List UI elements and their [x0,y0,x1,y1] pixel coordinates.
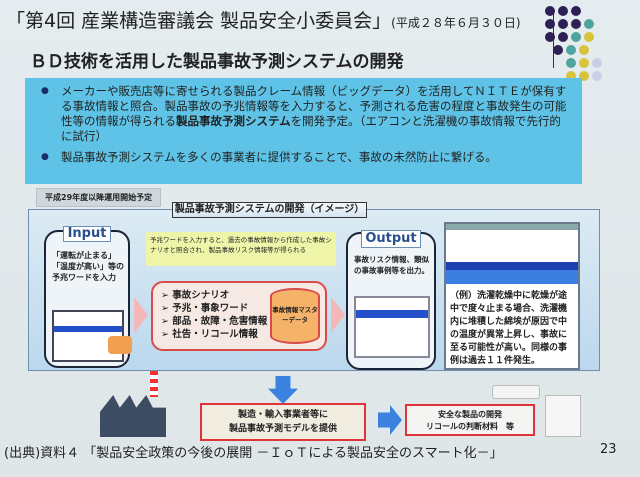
screen-nav [446,262,578,270]
bullet-text: メーカーや販売店等に寄せられる製品クレーム情報（ビッグデータ）を活用してＮＩＴＥ… [61,84,567,128]
screen-bar [356,310,428,318]
decor-dot [545,32,555,42]
item: ➢ 部品・故障・危害情報 [161,316,268,327]
example-text: （例）洗濯乾燥中に乾燥が途中で度々止まる場合、洗濯機内に堆積した綿埃が原因で中の… [450,291,568,366]
washing-machine-icon [545,395,581,437]
input-panel: 「運転が止まる」「温度が高い」等の予兆ワードを入力 [44,230,132,368]
decor-dot [579,45,589,55]
bullet-1: メーカーや販売店等に寄せられる製品クレーム情報（ビッグデータ）を活用してＮＩＴＥ… [39,84,572,144]
summary-box: メーカーや販売店等に寄せられる製品クレーム情報（ビッグデータ）を活用してＮＩＴＥ… [25,78,582,184]
item: ➢ 事故シナリオ [161,290,230,301]
decor-dot [566,71,576,81]
decor-dot [592,58,602,68]
meeting-title: 「第4回 産業構造審議会 製品安全小委員会」 [6,10,392,32]
result-box: 安全な製品の開発 リコールの判断材料 等 [405,404,535,436]
hand-icon [108,336,132,354]
factory-icon [100,371,166,437]
bullet-bold: 製品事故予測システム [176,114,291,128]
provide-model-box: 製造・輸入事業者等に 製品事故予測モデルを提供 [200,403,366,441]
source-footer: (出典)資料４ 「製品安全政策の今後の展開 －ＩｏＴによる製品安全のスマート化－… [4,446,503,461]
decorative-dots [545,6,635,86]
decor-dot [592,71,602,81]
input-text: 「運転が止まる」「温度が高い」等の予兆ワードを入力 [52,251,124,282]
output-screen-image [354,296,430,358]
page-number: 23 [600,442,617,457]
input-label: Input [63,226,111,242]
slide-title: 「第4回 産業構造審議会 製品安全小委員会」(平成２８年６月３０日) [6,6,521,33]
decor-dot [579,58,589,68]
arrow-right-icon [331,297,345,333]
input-screen-image [52,310,132,362]
decor-dot [558,6,568,16]
decor-dot [571,6,581,16]
output-text: 事故リスク情報、類似の事故事例等を出力。 [354,255,429,275]
example-screenshot [444,222,580,370]
screen-bar [54,326,122,332]
decor-dot [545,19,555,29]
meeting-date: (平成２８年６月３０日) [391,16,521,30]
decor-dot [545,6,555,16]
decor-dot [584,19,594,29]
arrow-right-icon [378,405,402,435]
arrow-right-icon [134,297,148,333]
item: ➢ 社告・リコール情報 [161,329,258,340]
decor-dot [566,45,576,55]
decor-dot [571,32,581,42]
decor-dot [584,32,594,42]
screen-banner [446,270,578,284]
output-panel: 事故リスク情報、類似の事故事例等を出力。 [346,232,436,370]
note-box: 予兆ワードを入力すると、過去の事故情報から作成した事故シナリオと照合され、製品事… [146,232,336,266]
decor-dot [553,45,563,55]
diagram-title: 製品事故予測システムの開発（イメージ） [172,202,367,218]
database-cylinder-icon: 事故情報マスターデータ [270,288,320,344]
decor-dot [558,32,568,42]
air-conditioner-icon [492,385,540,399]
decor-dot [566,58,576,68]
slide-subtitle: ＢＤ技術を活用した製品事故予測システムの開発 [30,52,404,72]
output-label: Output [361,230,421,248]
decor-dot [579,71,589,81]
window-titlebar [446,224,578,230]
bullet-text: 製品事故予測システムを多くの事業者に提供することで、事故の未然防止に繋げる。 [61,150,497,164]
decor-dot [571,19,581,29]
bullet-text: を開発予定。（エアコンと洗濯機の事故情報で先行的に試行） [61,114,561,143]
arrow-down-icon [268,376,298,404]
decor-dot [558,19,568,29]
item: ➢ 予兆・事象ワード [161,303,249,314]
plan-label: 平成29年度以降運用開始予定 [36,188,162,207]
bullet-2: 製品事故予測システムを多くの事業者に提供することで、事故の未然防止に繋げる。 [39,150,572,165]
